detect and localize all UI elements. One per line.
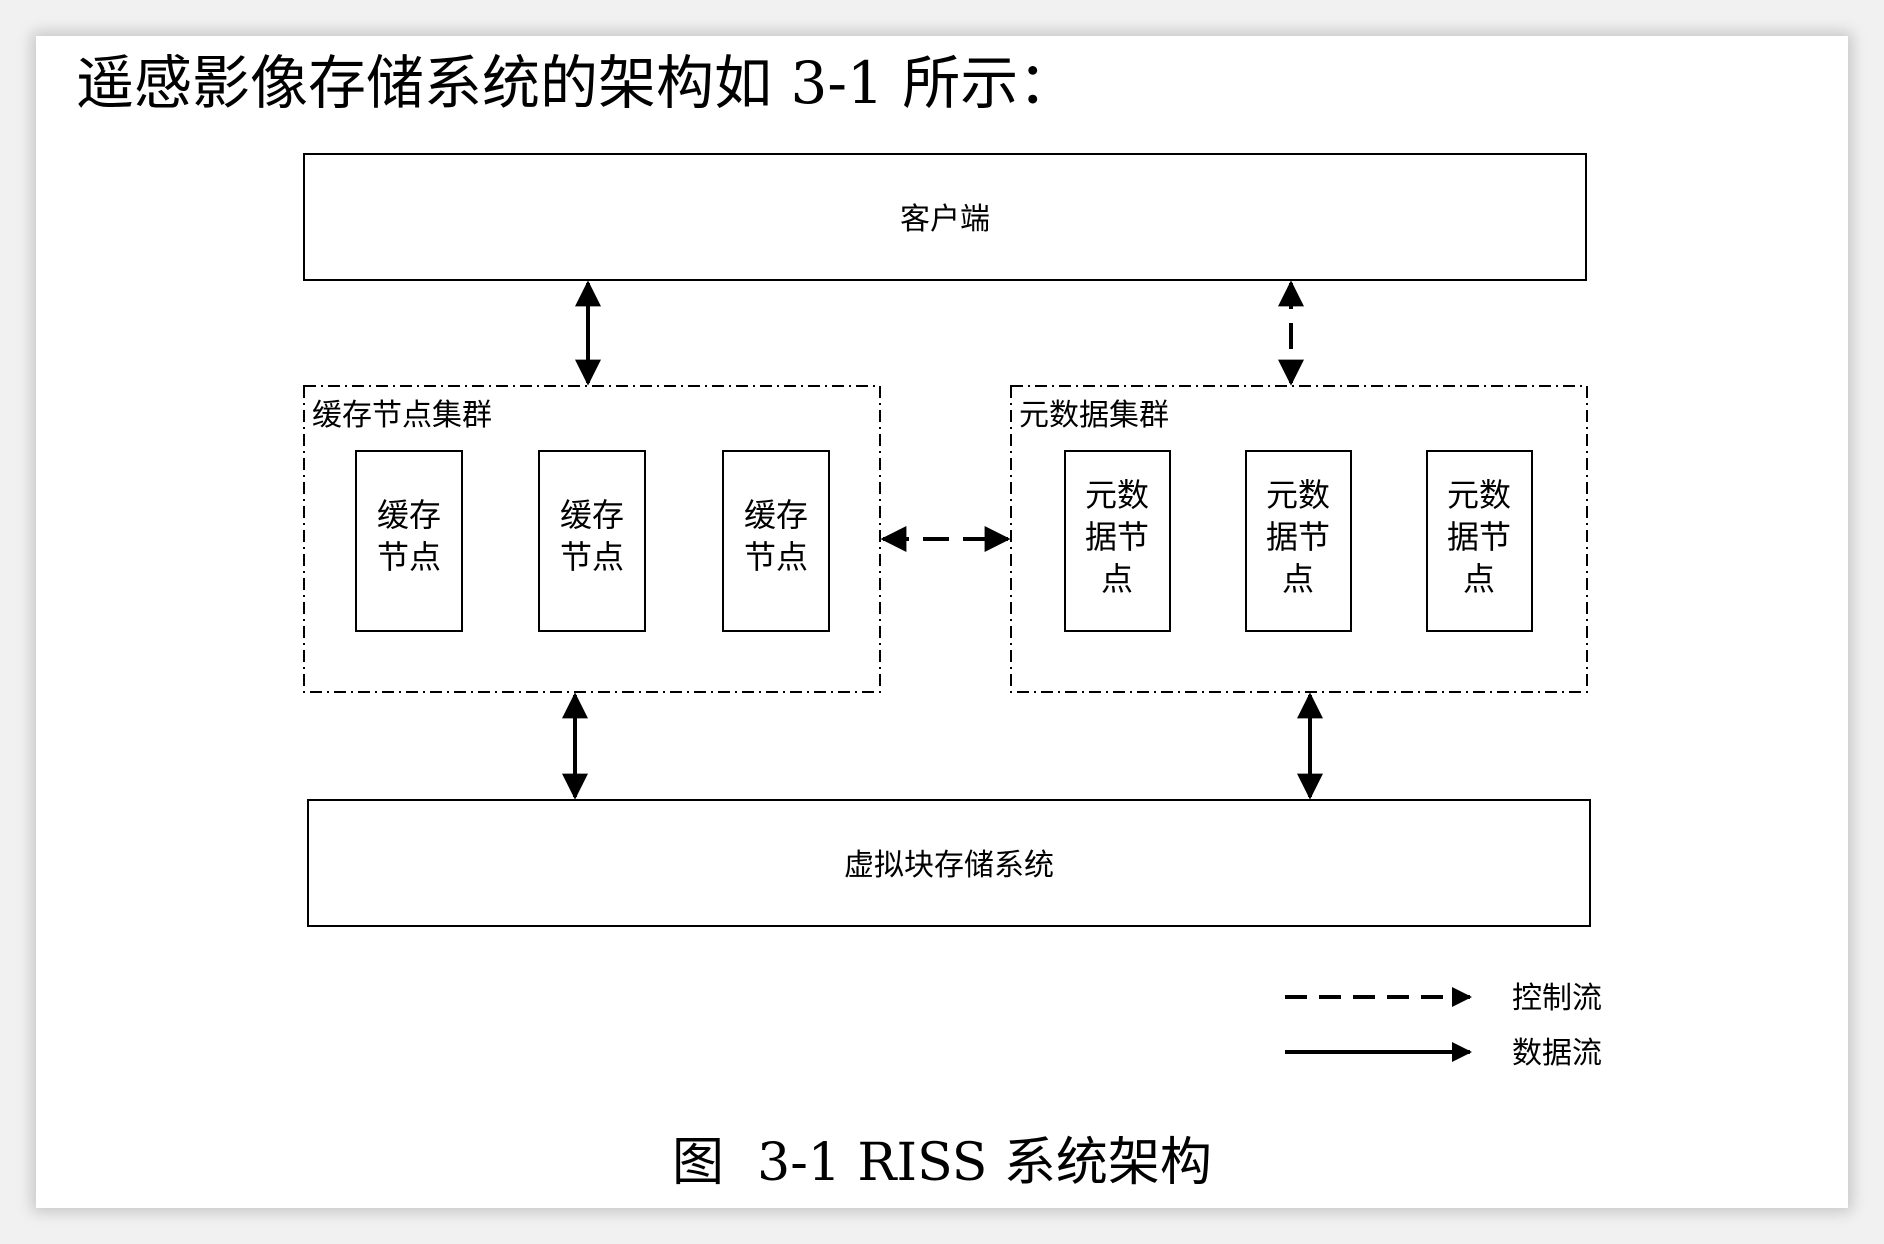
cache-node-label-line: 节点 <box>560 538 624 576</box>
cache-node-label-line: 缓存 <box>377 496 441 534</box>
metadata-node-label-line: 元数 <box>1447 476 1511 514</box>
legend: 控制流 数据流 <box>1285 981 1602 1071</box>
document-page: 遥感影像存储系统的架构如 3-1 所示： 客户端 缓存节点集群 缓存 节点 <box>36 36 1848 1208</box>
cache-node-label-line: 节点 <box>744 538 808 576</box>
cache-node-label-line: 节点 <box>377 538 441 576</box>
cache-node: 缓存 节点 <box>538 450 646 632</box>
metadata-node: 元数 据节 点 <box>1064 450 1171 632</box>
metadata-cluster-title: 元数据集群 <box>1019 398 1169 433</box>
metadata-cluster: 元数据集群 元数 据节 点 元数 据节 点 元数 据节 点 <box>1010 385 1588 693</box>
storage-box: 虚拟块存储系统 <box>307 799 1591 927</box>
storage-label: 虚拟块存储系统 <box>844 848 1054 883</box>
figure-caption: 图 3-1 RISS 系统架构 <box>672 1133 1212 1193</box>
cache-node-label-line: 缓存 <box>560 496 624 534</box>
legend-control-flow-label: 控制流 <box>1512 981 1602 1016</box>
cache-cluster-title: 缓存节点集群 <box>312 398 492 433</box>
metadata-node-label-line: 点 <box>1463 560 1495 598</box>
cache-cluster: 缓存节点集群 缓存 节点 缓存 节点 缓存 节点 <box>303 385 881 693</box>
metadata-node: 元数 据节 点 <box>1245 450 1352 632</box>
client-label: 客户端 <box>900 202 990 237</box>
architecture-diagram: 客户端 缓存节点集群 缓存 节点 缓存 节点 缓存 节点 <box>303 153 1602 1071</box>
legend-data-flow-label: 数据流 <box>1512 1036 1602 1071</box>
metadata-node-label-line: 据节 <box>1266 518 1330 556</box>
metadata-node-label-line: 据节 <box>1447 518 1511 556</box>
cache-node-label-line: 缓存 <box>744 496 808 534</box>
metadata-node-label-line: 元数 <box>1266 476 1330 514</box>
metadata-node-label-line: 元数 <box>1085 476 1149 514</box>
client-box: 客户端 <box>303 153 1587 281</box>
metadata-node-label-line: 点 <box>1282 560 1314 598</box>
metadata-node-label-line: 据节 <box>1085 518 1149 556</box>
metadata-node: 元数 据节 点 <box>1426 450 1533 632</box>
intro-paragraph: 遥感影像存储系统的架构如 3-1 所示： <box>76 49 1077 117</box>
metadata-node-label-line: 点 <box>1101 560 1133 598</box>
cache-node: 缓存 节点 <box>722 450 830 632</box>
cache-node: 缓存 节点 <box>355 450 463 632</box>
